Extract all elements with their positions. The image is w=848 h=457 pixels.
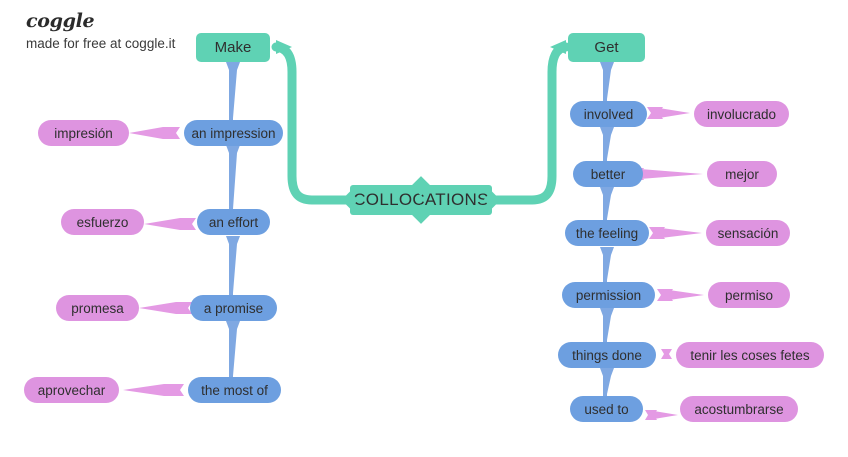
branch-path-make	[271, 42, 357, 205]
node-en-used-to-label: used to	[584, 401, 629, 417]
connector-permission-to-permiso	[669, 290, 704, 300]
node-es-mejor-label: mejor	[725, 166, 759, 182]
connector-an-effort-to-esfuerzo	[144, 218, 196, 230]
node-en-permission[interactable]: permission	[562, 282, 655, 308]
connector-an-effort-to-a-promise	[226, 236, 240, 295]
node-en-the-feeling[interactable]: the feeling	[565, 220, 649, 246]
connector-the-most-of-to-aprovechar	[123, 384, 184, 396]
node-en-better[interactable]: better	[573, 161, 643, 187]
node-es-esfuerzo-label: esfuerzo	[76, 214, 129, 230]
node-en-things-done-label: things done	[572, 347, 642, 363]
connector-better-to-mejor	[640, 169, 703, 179]
center-node-label: COLLOCATIONS	[353, 190, 489, 209]
branch-root-get[interactable]: Get	[568, 33, 645, 62]
connector-involved-to-better	[600, 127, 614, 161]
connector-the-feeling-to-permission	[600, 247, 614, 282]
connector-the-feeling-to-sensacion-notch	[649, 227, 665, 239]
node-en-an-impression[interactable]: an impression	[184, 120, 283, 146]
node-es-mejor[interactable]: mejor	[707, 161, 777, 187]
node-en-a-promise-label: a promise	[203, 300, 264, 316]
node-es-involucrado-label: involucrado	[706, 106, 777, 122]
node-en-a-promise[interactable]: a promise	[190, 295, 277, 321]
node-es-involucrado[interactable]: involucrado	[694, 101, 789, 127]
node-es-aprovechar-label: aprovechar	[37, 382, 106, 398]
node-en-the-feeling-label: the feeling	[575, 225, 639, 241]
connector-a-promise-to-the-most-of	[226, 321, 240, 378]
node-es-sensacion-label: sensación	[717, 225, 779, 241]
node-es-impresion[interactable]: impresión	[38, 120, 129, 146]
node-es-tenir-les-coses-fetes[interactable]: tenir les coses fetes	[676, 342, 824, 368]
coggle-tagline: made for free at coggle.it	[26, 36, 176, 51]
node-en-an-effort-label: an effort	[208, 214, 259, 230]
node-es-permiso-label: permiso	[724, 287, 773, 303]
node-en-used-to[interactable]: used to	[570, 396, 643, 422]
node-en-involved-label: involved	[583, 106, 634, 122]
branch-arrow-make	[276, 40, 292, 54]
connector-an-impression-to-impresion	[129, 127, 180, 139]
branch-arrow-get	[550, 40, 566, 54]
branch-path-get	[487, 42, 571, 205]
node-es-promesa-label: promesa	[71, 300, 124, 316]
connector-things-done-to-used-to	[600, 368, 614, 396]
node-en-an-impression-label: an impression	[191, 125, 276, 141]
connector-get-to-involved	[600, 62, 614, 101]
branch-root-make-label: Make	[214, 39, 252, 56]
branch-root-get-label: Get	[594, 39, 619, 56]
coggle-logo: coggle	[26, 10, 95, 32]
connector-involved-to-involucrado-notch	[647, 107, 663, 119]
node-en-involved[interactable]: involved	[570, 101, 647, 127]
center-node-collocations[interactable]: COLLOCATIONS	[341, 176, 501, 224]
connector-make-to-an-impression	[226, 62, 240, 120]
node-en-permission-label: permission	[575, 287, 642, 303]
connector-permission-to-permiso-notch	[657, 289, 673, 301]
connector-a-promise-to-promesa	[139, 302, 192, 314]
node-en-things-done[interactable]: things done	[558, 342, 656, 368]
node-es-tenir-les-coses-fetes-label: tenir les coses fetes	[690, 347, 810, 363]
node-en-the-most-of[interactable]: the most of	[188, 377, 281, 403]
node-en-the-most-of-label: the most of	[201, 382, 268, 398]
node-es-acostumbrarse-label: acostumbrarse	[694, 401, 784, 417]
connector-the-feeling-to-sensacion	[661, 228, 702, 238]
node-es-acostumbrarse[interactable]: acostumbrarse	[680, 396, 798, 422]
connector-an-impression-to-an-effort	[226, 145, 240, 211]
node-es-permiso[interactable]: permiso	[708, 282, 790, 308]
connector-involved-to-involucrado	[659, 108, 690, 118]
node-es-promesa[interactable]: promesa	[56, 295, 139, 321]
connector-better-to-the-feeling	[600, 187, 614, 221]
coggle-branding: coggle made for free at coggle.it	[26, 10, 175, 54]
node-en-an-effort[interactable]: an effort	[197, 209, 270, 235]
node-es-aprovechar[interactable]: aprovechar	[24, 377, 119, 403]
connector-permission-to-things-done	[600, 308, 614, 342]
branch-root-make[interactable]: Make	[196, 33, 270, 62]
connector-used-to-to-acostumbrarse	[654, 411, 678, 419]
node-es-impresion-label: impresión	[54, 125, 113, 141]
connector-things-done-to-tenir-les-coses-fetes	[661, 349, 672, 359]
node-es-esfuerzo[interactable]: esfuerzo	[61, 209, 144, 235]
connector-used-to-to-acostumbrarse-notch	[645, 410, 657, 420]
node-en-better-label: better	[590, 166, 626, 182]
node-es-sensacion[interactable]: sensación	[706, 220, 790, 246]
